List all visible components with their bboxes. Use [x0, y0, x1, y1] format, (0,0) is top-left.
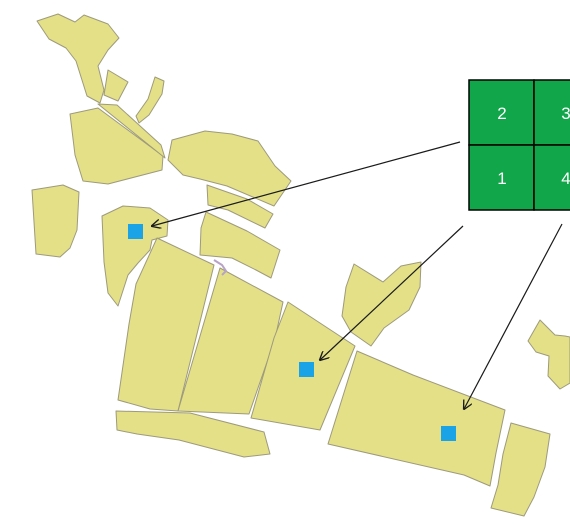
arrows-layer	[152, 141, 563, 409]
markers-layer	[128, 224, 456, 441]
sample-marker-2	[299, 362, 314, 377]
parcel	[101, 205, 169, 307]
grid-label-3: 3	[561, 104, 570, 123]
parcel	[117, 237, 215, 412]
arrow-grid-to-marker3	[464, 223, 563, 409]
parcel	[115, 410, 271, 458]
grid-label-4: 4	[561, 169, 570, 188]
parcel	[69, 107, 164, 185]
parcel	[341, 261, 422, 347]
parcel	[527, 319, 570, 390]
parcel	[490, 422, 551, 517]
arrow-grid-to-marker2	[320, 225, 464, 360]
parcel	[199, 211, 281, 279]
parcel	[103, 69, 129, 102]
parcel	[31, 184, 80, 258]
grid-cell-2	[468, 79, 535, 146]
grid-label-2: 2	[497, 104, 506, 123]
sample-marker-3	[441, 426, 456, 441]
parcel	[167, 130, 292, 207]
road-segment	[213, 259, 228, 276]
grid-cell-4	[533, 144, 570, 211]
parcel	[327, 350, 506, 487]
parcel	[135, 76, 165, 124]
sample-marker-1	[128, 224, 143, 239]
arrow-cell1-to-marker1	[152, 141, 461, 226]
parcel	[36, 13, 120, 104]
grid-cell-3	[533, 79, 570, 146]
parcel	[97, 103, 166, 159]
parcels-layer	[31, 13, 570, 517]
parcel	[177, 267, 284, 415]
legend-grid: 2 3 1 4	[468, 79, 570, 211]
grid-label-1: 1	[497, 169, 506, 188]
grid-cell-1	[468, 144, 535, 211]
parcel	[206, 184, 274, 229]
